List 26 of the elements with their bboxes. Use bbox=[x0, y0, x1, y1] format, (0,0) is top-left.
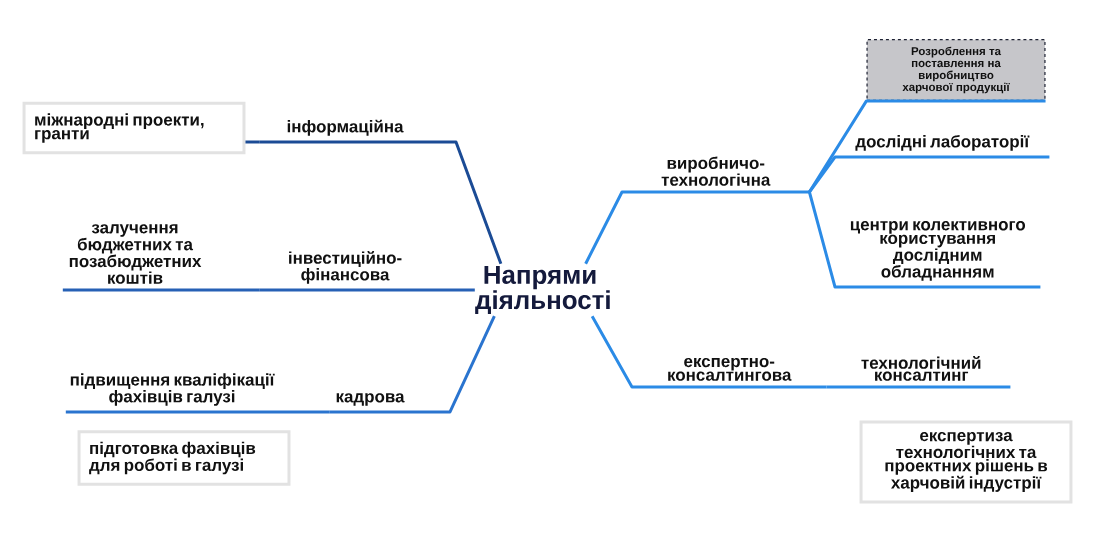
branch-label: експертно-консалтингова bbox=[668, 357, 792, 381]
branch-label: інформаційна bbox=[287, 119, 404, 136]
central-topic: Напрями діяльності bbox=[475, 265, 610, 315]
branch-label: інвестиційно-фінансова bbox=[289, 251, 402, 284]
branch-line bbox=[65, 410, 330, 414]
topic-text: підвищення кваліфікації фахівців галузі bbox=[70, 373, 275, 406]
branch-line bbox=[808, 155, 1050, 193]
topic-text: залучення бюджетних та позабюджетних коштів bbox=[69, 224, 202, 284]
topic-box: міжнародні проекти, гранти bbox=[22, 101, 246, 155]
topic-box: експертиза технологічних та проектних рішень в харчовій індустрії bbox=[859, 420, 1073, 504]
branch-line bbox=[807, 191, 1041, 289]
branch-line bbox=[62, 288, 260, 292]
branch-line bbox=[584, 190, 810, 265]
branch-line bbox=[245, 140, 260, 144]
topic-box: підготовка фахівців для роботі в галузі bbox=[77, 430, 291, 486]
branch-line bbox=[329, 315, 496, 414]
branch-line bbox=[259, 140, 503, 265]
branch-line bbox=[590, 315, 827, 389]
topic-text: центри колективного користування дослідним обладнанням bbox=[850, 221, 1025, 281]
branch-label: виробничо-технологічна bbox=[661, 156, 771, 186]
branch-line bbox=[259, 288, 475, 292]
branch-label: кадрова bbox=[336, 393, 405, 406]
branch-line bbox=[826, 385, 1011, 389]
topic-box: Розроблення та поставлення на виробництво харчової продукції bbox=[866, 39, 1046, 101]
topic-text: дослідні лабораторії bbox=[855, 134, 1030, 151]
topic-text: технологічний консалтинг bbox=[861, 356, 981, 381]
